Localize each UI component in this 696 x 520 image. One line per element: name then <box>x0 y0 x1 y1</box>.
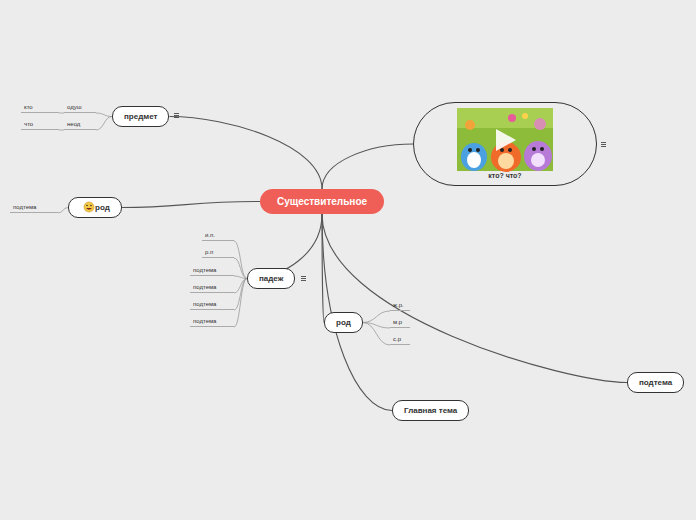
branch-line <box>234 279 247 328</box>
subtopic-label: подтема <box>190 283 234 293</box>
subtopic-label: ж.р. <box>390 301 410 311</box>
node-text: подтема <box>193 300 231 308</box>
branch-line <box>58 208 68 214</box>
subtopic-label: кто <box>21 103 59 113</box>
node-text: р.п <box>205 248 231 256</box>
subtopic-label: что <box>21 120 59 130</box>
node-text: Главная тема <box>404 406 457 415</box>
node-text: род <box>336 318 351 327</box>
subtopic-label: м.р <box>390 318 410 328</box>
node-text: одуш <box>67 103 93 111</box>
branch-line <box>234 276 247 279</box>
image-topic: кто? что? <box>413 102 597 186</box>
branch-line <box>322 214 627 383</box>
node-text: м.р <box>393 318 407 326</box>
branch-line <box>122 202 260 208</box>
branch-line <box>322 144 413 189</box>
subtopic-label: и.п. <box>202 231 234 241</box>
branch-line <box>363 323 390 346</box>
branch-line <box>234 258 247 279</box>
central-topic: Существительное <box>260 189 384 214</box>
node-text: неод <box>67 120 93 128</box>
topic-box: подтема <box>627 372 684 393</box>
subtopic-label: подтема <box>190 266 234 276</box>
subtopic-label: неод <box>64 120 96 130</box>
branch-line <box>96 117 112 131</box>
topic-box: Главная тема <box>392 400 469 421</box>
cartoon-picture <box>457 108 553 172</box>
topic-box: род <box>324 312 363 333</box>
subtopic-label: подтема <box>190 300 234 310</box>
node-text: подтема <box>13 203 55 211</box>
branch-line <box>96 113 112 117</box>
node-text: Существительное <box>277 196 367 207</box>
node-text: подтема <box>193 317 231 325</box>
topic-box: предмет <box>112 106 169 127</box>
node-text: кто <box>24 103 56 111</box>
node-text: падеж <box>259 274 283 283</box>
node-text: и.п. <box>205 231 231 239</box>
note-icon <box>174 114 606 281</box>
topic-box: падеж <box>247 268 295 289</box>
node-text: ж.р. <box>393 301 407 309</box>
branch-line <box>234 241 247 279</box>
node-text: с.р <box>393 335 407 343</box>
subtopic-label: р.п <box>202 248 234 258</box>
node-text: предмет <box>124 112 157 121</box>
branch-line <box>363 311 390 323</box>
subtopic-label: подтема <box>190 317 234 327</box>
node-text: подтема <box>193 283 231 291</box>
node-text: подтема <box>193 266 231 274</box>
subtopic-label: одуш <box>64 103 96 113</box>
node-text: род <box>95 203 110 212</box>
node-text: подтема <box>639 378 672 387</box>
smiley-icon <box>84 202 94 212</box>
subtopic-label: с.р <box>390 335 410 345</box>
subtopic-label: подтема <box>10 203 58 213</box>
node-text: кто? что? <box>414 172 596 179</box>
topic-box: род <box>68 197 122 218</box>
node-text: что <box>24 120 56 128</box>
branch-line <box>169 117 322 190</box>
branch-line <box>322 214 392 411</box>
